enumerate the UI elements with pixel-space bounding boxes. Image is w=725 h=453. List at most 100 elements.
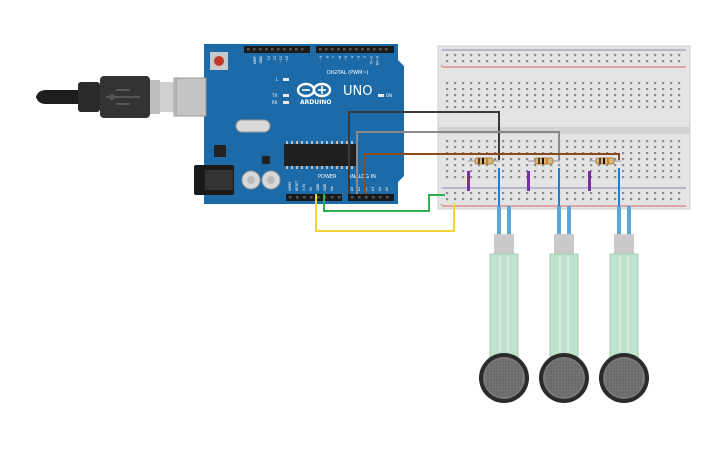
header-power[interactable] [286, 194, 342, 201]
breadboard-hole[interactable] [590, 88, 593, 91]
breadboard-hole[interactable] [446, 158, 449, 161]
breadboard-hole[interactable] [638, 198, 641, 201]
breadboard-hole[interactable] [462, 146, 465, 149]
breadboard-hole[interactable] [638, 60, 641, 63]
breadboard-hole[interactable] [566, 94, 569, 97]
breadboard-hole[interactable] [662, 176, 665, 179]
breadboard-hole[interactable] [574, 158, 577, 161]
breadboard-hole[interactable] [678, 54, 681, 57]
breadboard-hole[interactable] [582, 176, 585, 179]
breadboard-hole[interactable] [518, 60, 521, 63]
breadboard-hole[interactable] [622, 140, 625, 143]
breadboard-hole[interactable] [550, 192, 553, 195]
resistor[interactable] [528, 157, 560, 165]
breadboard-hole[interactable] [502, 82, 505, 85]
breadboard-hole[interactable] [646, 106, 649, 109]
breadboard-hole[interactable] [462, 54, 465, 57]
breadboard-hole[interactable] [454, 164, 457, 167]
breadboard-hole[interactable] [502, 164, 505, 167]
breadboard-hole[interactable] [478, 94, 481, 97]
breadboard-hole[interactable] [486, 192, 489, 195]
wire-blue[interactable] [558, 168, 560, 206]
breadboard-hole[interactable] [646, 170, 649, 173]
reset-button-cap[interactable] [214, 56, 224, 66]
breadboard-hole[interactable] [622, 176, 625, 179]
breadboard-hole[interactable] [582, 100, 585, 103]
breadboard-hole[interactable] [446, 54, 449, 57]
breadboard-hole[interactable] [622, 192, 625, 195]
breadboard-hole[interactable] [566, 106, 569, 109]
breadboard-hole[interactable] [614, 164, 617, 167]
breadboard-hole[interactable] [470, 164, 473, 167]
breadboard-hole[interactable] [446, 198, 449, 201]
breadboard-hole[interactable] [598, 88, 601, 91]
breadboard-hole[interactable] [502, 140, 505, 143]
breadboard-hole[interactable] [638, 176, 641, 179]
breadboard-hole[interactable] [582, 158, 585, 161]
breadboard-hole[interactable] [494, 170, 497, 173]
breadboard-hole[interactable] [582, 82, 585, 85]
breadboard-hole[interactable] [678, 94, 681, 97]
wires[interactable] [315, 111, 620, 232]
breadboard-hole[interactable] [630, 170, 633, 173]
breadboard-hole[interactable] [502, 100, 505, 103]
breadboard-hole[interactable] [486, 60, 489, 63]
breadboard-hole[interactable] [662, 170, 665, 173]
breadboard-hole[interactable] [518, 54, 521, 57]
breadboard-hole[interactable] [542, 176, 545, 179]
breadboard-hole[interactable] [670, 176, 673, 179]
breadboard-hole[interactable] [638, 152, 641, 155]
breadboard-hole[interactable] [494, 140, 497, 143]
breadboard-hole[interactable] [486, 146, 489, 149]
breadboard-hole[interactable] [478, 170, 481, 173]
breadboard-hole[interactable] [678, 198, 681, 201]
breadboard-hole[interactable] [566, 146, 569, 149]
breadboard-hole[interactable] [574, 94, 577, 97]
breadboard-hole[interactable] [670, 82, 673, 85]
breadboard-hole[interactable] [630, 140, 633, 143]
breadboard-hole[interactable] [542, 54, 545, 57]
breadboard-hole[interactable] [446, 170, 449, 173]
breadboard-hole[interactable] [494, 192, 497, 195]
breadboard-hole[interactable] [462, 170, 465, 173]
breadboard-hole[interactable] [574, 192, 577, 195]
breadboard-hole[interactable] [454, 198, 457, 201]
resistors[interactable] [468, 157, 621, 165]
breadboard-hole[interactable] [606, 100, 609, 103]
breadboard-hole[interactable] [670, 106, 673, 109]
breadboard-hole[interactable] [654, 158, 657, 161]
breadboard-hole[interactable] [622, 100, 625, 103]
fsr-sensor[interactable] [599, 206, 649, 403]
breadboard-hole[interactable] [454, 158, 457, 161]
breadboard-hole[interactable] [534, 146, 537, 149]
breadboard-hole[interactable] [454, 140, 457, 143]
breadboard-hole[interactable] [670, 100, 673, 103]
breadboard-hole[interactable] [470, 198, 473, 201]
breadboard-hole[interactable] [518, 176, 521, 179]
breadboard-hole[interactable] [534, 54, 537, 57]
breadboard-hole[interactable] [598, 140, 601, 143]
breadboard-hole[interactable] [574, 176, 577, 179]
breadboard-hole[interactable] [598, 170, 601, 173]
breadboard-hole[interactable] [558, 60, 561, 63]
breadboard-hole[interactable] [582, 54, 585, 57]
breadboard-hole[interactable] [486, 88, 489, 91]
breadboard-hole[interactable] [582, 192, 585, 195]
breadboard-hole[interactable] [590, 94, 593, 97]
breadboard-hole[interactable] [486, 198, 489, 201]
breadboard-hole[interactable] [550, 82, 553, 85]
breadboard-hole[interactable] [446, 106, 449, 109]
breadboard-hole[interactable] [630, 198, 633, 201]
breadboard-hole[interactable] [526, 54, 529, 57]
breadboard-hole[interactable] [510, 106, 513, 109]
breadboard-hole[interactable] [590, 146, 593, 149]
breadboard-hole[interactable] [606, 164, 609, 167]
breadboard-hole[interactable] [534, 176, 537, 179]
breadboard-hole[interactable] [662, 164, 665, 167]
resistor[interactable] [468, 157, 500, 165]
breadboard-hole[interactable] [502, 146, 505, 149]
breadboard-hole[interactable] [630, 176, 633, 179]
breadboard-hole[interactable] [582, 140, 585, 143]
jumper-purple[interactable] [588, 171, 591, 191]
breadboard-hole[interactable] [646, 198, 649, 201]
